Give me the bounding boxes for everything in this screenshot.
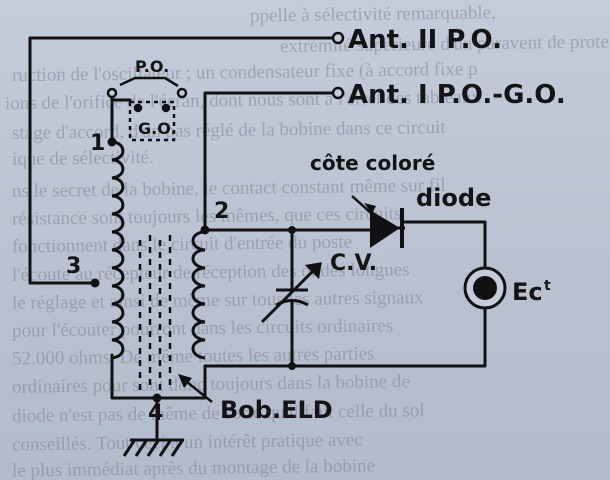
diode-symbol [351, 195, 405, 248]
cv-bottom-junction [288, 362, 296, 370]
node-4-label: 4 [148, 401, 163, 426]
node-1-label: 1 [90, 131, 105, 156]
cv-top-junction [288, 226, 296, 234]
antenna-2-label: Ant. II P.O. [348, 25, 502, 55]
cv-label: C.V. [330, 251, 377, 276]
node-1-dot [107, 137, 117, 147]
wire-antenna-1 [203, 91, 337, 232]
cote-colore-label: côte coloré [310, 151, 435, 175]
node-3-dot [90, 278, 100, 288]
left-coil [111, 140, 125, 360]
antenna-2-terminal [331, 31, 345, 45]
ferrite-core [138, 235, 172, 395]
wire-antenna-2 [28, 36, 337, 285]
node-3-label: 3 [66, 254, 81, 279]
node-2-label: 2 [214, 199, 229, 224]
variable-capacitor-symbol [260, 262, 322, 324]
wire-ec-return [203, 303, 487, 368]
bob-eld-pointer [178, 374, 213, 403]
diode-label: diode [416, 184, 491, 212]
wire-right-coil-bottom [155, 364, 207, 400]
node-2-dot [200, 225, 210, 235]
antenna-1-label: Ant. I P.O.-G.O. [348, 80, 566, 110]
po-label: P.O. [135, 57, 169, 76]
ground-symbol [122, 438, 184, 457]
wire-left-coil-bottom [110, 353, 159, 400]
right-coil [191, 230, 206, 360]
node-4-dot [152, 393, 162, 403]
antenna-1-terminal [331, 86, 345, 100]
bob-eld-label: Bob.ELD [220, 396, 333, 424]
ec-label: Ec [512, 278, 543, 306]
ec-superscript: t [544, 278, 551, 294]
wire-diode-to-ec [403, 220, 487, 272]
po-go-switch [106, 76, 188, 142]
earphone-symbol [463, 266, 507, 310]
go-label: G.O. [138, 119, 177, 138]
